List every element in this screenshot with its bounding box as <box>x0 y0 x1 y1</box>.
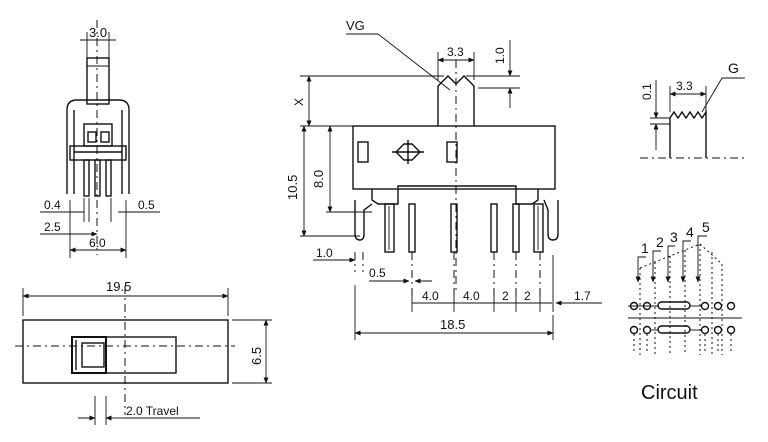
circuit-pin-1: 1 <box>641 240 649 256</box>
top-view-body <box>22 319 229 384</box>
dim-overall-length: 19.5 <box>106 279 131 294</box>
front-view-actuator <box>437 75 475 126</box>
dim-actuator-notch: 1.0 <box>493 47 507 64</box>
dim-detail-width: 3.3 <box>676 79 693 93</box>
dim-lead-width: 0.5 <box>369 266 386 280</box>
dim-height-body: 8.0 <box>311 170 326 188</box>
circuit-bottom-row <box>629 325 736 352</box>
dim-actuator-width: 3.3 <box>447 45 464 59</box>
circuit-top-row <box>628 301 742 319</box>
dim-pitch-b: 4.0 <box>463 289 480 303</box>
detail-serration <box>669 109 707 158</box>
circuit-pin-2: 2 <box>656 234 664 250</box>
front-view-leads <box>384 203 544 253</box>
dim-pin-pitch: 2.5 <box>44 220 61 234</box>
front-view: VG 3.3 1.0 X 10.5 8.0 <box>285 18 602 340</box>
dim-actuator-x: X <box>292 98 306 106</box>
dim-travel: 2.0 Travel <box>126 404 179 418</box>
dim-lead-offset: 1.0 <box>316 246 333 260</box>
dim-end-width: 3.0 <box>89 25 107 40</box>
dim-pitch-d: 2 <box>524 289 531 303</box>
end-view-actuator <box>86 57 110 105</box>
front-view-body <box>352 125 556 190</box>
detail-g-view: G 3.3 0.1 <box>640 60 745 159</box>
label-vg: VG <box>346 18 365 33</box>
top-view-slider <box>71 336 107 374</box>
dim-pitch-a: 4.0 <box>422 289 439 303</box>
label-g: G <box>728 60 739 76</box>
end-view-pin <box>105 159 112 197</box>
end-view: 3.0 0.4 0.5 2.5 6.0 <box>40 20 160 258</box>
circuit-pin-5: 5 <box>702 219 710 235</box>
circuit-pin-3: 3 <box>670 229 678 245</box>
dim-body-width: 6.0 <box>89 236 106 250</box>
dim-edge-offset: 1.7 <box>574 289 591 303</box>
circuit-pin-4: 4 <box>686 224 694 240</box>
circuit-diagram: 1 2 3 4 5 <box>628 219 742 404</box>
dim-base-length: 18.5 <box>440 317 465 332</box>
end-view-pin <box>94 159 101 197</box>
dim-height-total: 10.5 <box>285 175 300 200</box>
circuit-caption: Circuit <box>641 382 698 404</box>
top-view: 19.5 6.5 2.0 Travel <box>15 279 272 425</box>
dim-pitch-c: 2 <box>502 289 509 303</box>
dim-pin-gap: 0.5 <box>138 198 155 212</box>
dim-pin-width: 0.4 <box>44 198 61 212</box>
end-view-pin <box>83 159 90 197</box>
dim-body-height: 6.5 <box>249 347 264 365</box>
dim-detail-gap: 0.1 <box>640 83 654 100</box>
